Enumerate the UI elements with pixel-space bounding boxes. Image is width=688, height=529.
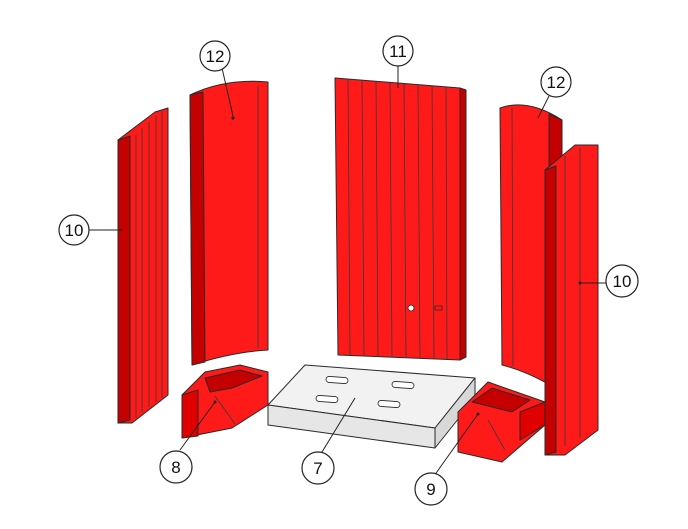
leader-right-front-brick [433,413,479,477]
callout-label: 10 [613,272,632,291]
right-front-brick [457,381,546,463]
right-side-panel [544,144,599,456]
right-front-brick-end [519,401,546,441]
callout-back-panel: 11 [382,35,414,67]
left-front-brick-top [204,369,263,393]
leader-base-plate [321,397,356,453]
callout-right-side-panel: 10 [605,264,639,298]
left-corner-panel-edge [189,91,206,366]
callout-right-corner-panel: 12 [540,66,572,98]
callout-label: 12 [206,47,225,66]
callout-left-front-brick: 8 [159,450,193,484]
left-side-panel-edge [117,135,131,424]
callout-base-plate: 7 [301,451,335,485]
callout-label: 11 [389,42,407,61]
left-side-panel [117,107,169,424]
leader-left-corner-panel [221,67,234,117]
leader-left-front-brick [179,401,216,451]
callout-label: 10 [65,221,84,240]
back-panel-face [334,77,461,361]
callout-label: 9 [426,480,435,499]
callout-label: 8 [171,458,180,477]
callout-label: 12 [547,73,566,92]
back-panel-side [459,87,467,361]
left-front-brick [181,364,269,439]
right-front-brick-top [471,387,531,413]
left-front-brick-end [181,389,199,439]
left-corner-panel [189,80,269,366]
callout-left-side-panel: 10 [58,214,90,246]
left-corner-panel-face [189,80,269,366]
back-panel [334,77,467,361]
base-plate [267,364,476,449]
callout-label: 7 [313,459,322,478]
leader-right-corner-panel [537,95,550,119]
callout-right-front-brick: 9 [414,472,448,506]
callout-left-corner-panel: 12 [199,40,231,72]
right-side-panel-edge [544,165,557,456]
